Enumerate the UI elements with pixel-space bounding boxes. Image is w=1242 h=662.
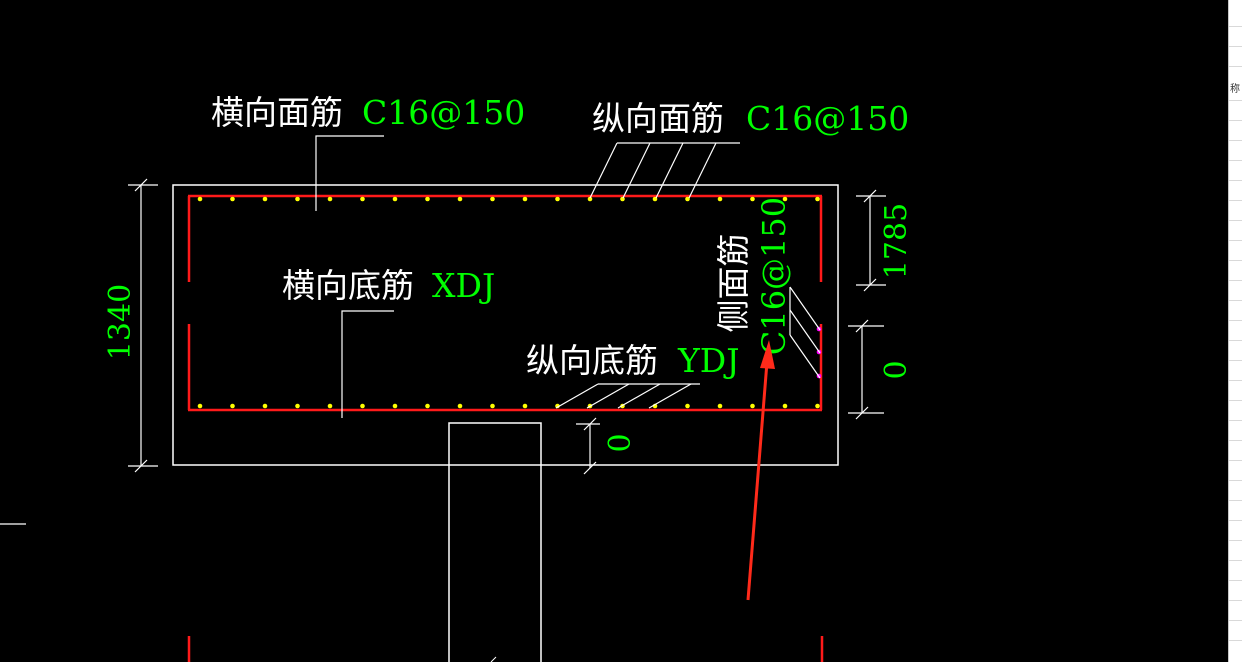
top-rebar-dot bbox=[425, 196, 430, 202]
label-bottom-transverse: 横向底筋 bbox=[282, 266, 414, 305]
bottom-rebar-dot bbox=[197, 403, 203, 409]
bottom-rebar-dot bbox=[490, 403, 495, 409]
top-rebar-dot bbox=[327, 196, 333, 202]
top-rebar-dot bbox=[587, 196, 593, 202]
bottom-rebar-dot bbox=[685, 403, 690, 409]
bottom-rebar-dot bbox=[457, 403, 463, 409]
leader-side bbox=[789, 286, 821, 379]
top-rebar-dot bbox=[360, 196, 365, 202]
rebar-cage bbox=[187, 194, 824, 662]
dimension-right-top-text: 1785 bbox=[879, 203, 914, 279]
top-rebar-dot bbox=[230, 196, 235, 202]
leader-bottom-transverse bbox=[341, 310, 394, 418]
bottom-rebar-dot bbox=[230, 403, 235, 409]
dimension-bottom-cover-text: 0 bbox=[603, 433, 638, 452]
dimension-right-mid-text: 0 bbox=[879, 360, 914, 379]
bottom-rebar-dot bbox=[717, 403, 723, 409]
top-rebar-dot bbox=[197, 196, 203, 202]
annotation-arrow bbox=[746, 340, 775, 601]
dimension-bottom-cover bbox=[576, 417, 600, 475]
bottom-rebar-dot bbox=[815, 403, 820, 409]
label-bottom-longitudinal-spec: YDJ bbox=[677, 341, 739, 380]
dimension-height-total-text: 1340 bbox=[103, 284, 138, 360]
top-rebar-dot bbox=[750, 196, 755, 202]
side-properties-panel[interactable]: 称 bbox=[1228, 0, 1242, 662]
label-bottom-transverse-spec: XDJ bbox=[432, 266, 495, 305]
top-rebar-dot bbox=[685, 196, 690, 202]
bottom-rebar-dot bbox=[360, 403, 365, 409]
bottom-tick bbox=[490, 656, 497, 662]
label-top-longitudinal: 纵向面筋 bbox=[592, 99, 724, 138]
top-rebar-dot bbox=[555, 196, 560, 202]
top-rebar-dots bbox=[197, 196, 820, 202]
leader-top-transverse bbox=[315, 135, 384, 211]
label-top-transverse: 横向面筋 bbox=[211, 93, 343, 132]
top-rebar-dot bbox=[815, 196, 820, 202]
label-side-spec: C16@150 bbox=[755, 197, 793, 355]
label-side: 侧面筋 bbox=[714, 234, 753, 333]
dimension-right-mid bbox=[848, 319, 884, 420]
bottom-rebar-dot bbox=[750, 403, 755, 409]
bottom-rebar-dots bbox=[197, 403, 820, 409]
top-rebar-dot bbox=[295, 196, 300, 202]
leader-bottom-longitudinal bbox=[555, 383, 700, 409]
top-rebar-dot bbox=[522, 196, 528, 202]
top-rebar-dot bbox=[262, 196, 268, 202]
side-panel-label: 称 bbox=[1230, 84, 1240, 95]
bottom-rebar-dot bbox=[522, 403, 528, 409]
leader-top-longitudinal bbox=[589, 142, 740, 199]
top-rebar-dot bbox=[717, 196, 723, 202]
bottom-rebar-dot bbox=[425, 403, 430, 409]
bottom-rebar-dot bbox=[782, 403, 788, 409]
label-top-transverse-spec: C16@150 bbox=[362, 93, 525, 132]
label-top-longitudinal-spec: C16@150 bbox=[746, 99, 909, 138]
label-bottom-longitudinal: 纵向底筋 bbox=[526, 341, 658, 380]
column-outline bbox=[448, 422, 542, 662]
top-rebar-dot bbox=[392, 196, 398, 202]
bottom-rebar-dot bbox=[392, 403, 398, 409]
top-rebar-dot bbox=[620, 196, 625, 202]
top-rebar-dot bbox=[457, 196, 463, 202]
bottom-rebar-dot bbox=[327, 403, 333, 409]
top-rebar-dot bbox=[490, 196, 495, 202]
pile-cap-outline bbox=[172, 184, 839, 466]
dimension-right-top bbox=[856, 189, 886, 292]
dimension-height-total bbox=[128, 178, 158, 473]
top-rebar-dot bbox=[782, 196, 788, 202]
bottom-rebar-dot bbox=[295, 403, 300, 409]
bottom-rebar-dot bbox=[262, 403, 268, 409]
